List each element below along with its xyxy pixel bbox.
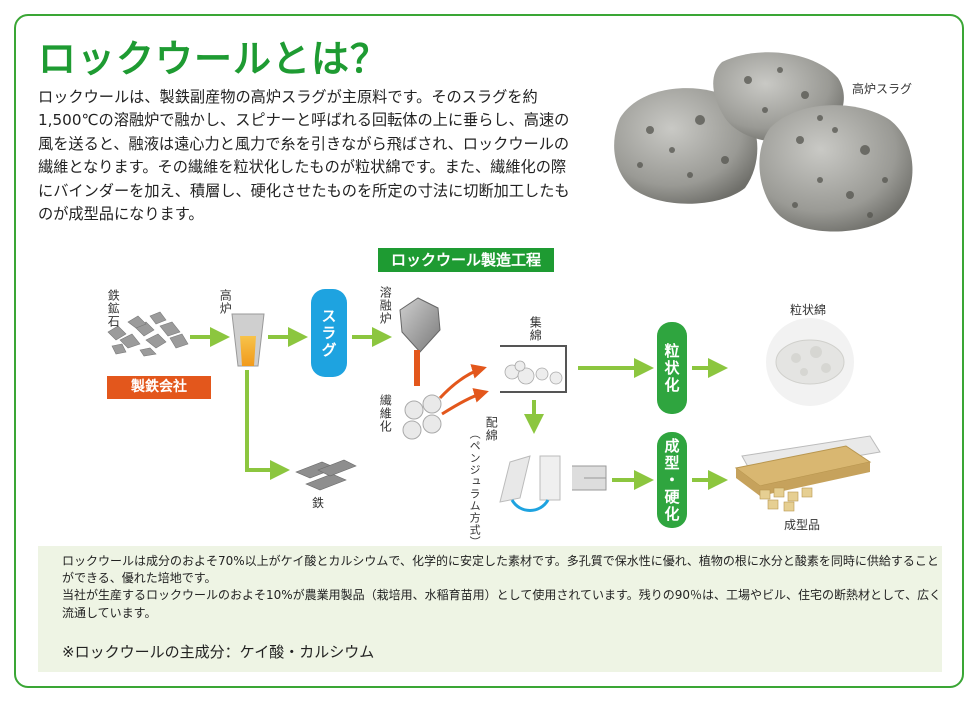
collection-chamber-icon bbox=[500, 345, 567, 393]
notes-box bbox=[38, 546, 942, 672]
label-molded-products: 成型品 bbox=[784, 518, 821, 532]
process-flow-arrows bbox=[190, 327, 728, 490]
photo-caption: 高炉スラグ bbox=[852, 82, 913, 96]
label-pendulum-method: （ペンジュラム方式） bbox=[468, 428, 482, 548]
fiber-flow-arrows bbox=[438, 364, 489, 416]
page-title: ロックウールとは？ bbox=[38, 37, 390, 81]
label-melting-furnace: 溶融炉 bbox=[378, 286, 393, 325]
steel-company-badge: 製鉄会社 bbox=[107, 376, 211, 399]
granulation-pill: 粒状化 bbox=[657, 322, 687, 414]
label-iron-ore: 鉄鉱石 bbox=[106, 289, 121, 328]
label-blast-furnace: 高炉 bbox=[218, 289, 233, 315]
granular-wool-icon bbox=[766, 318, 854, 406]
note-line-1: ロックウールは成分のおよそ70%以上がケイ酸とカルシウムで、化学的に安定した素材… bbox=[62, 554, 939, 586]
main-components-note: ※ロックウールの主成分：ケイ酸・カルシウム bbox=[62, 643, 375, 661]
notes-text: ロックウールは成分のおよそ70%以上がケイ酸とカルシウムで、化学的に安定した素材… bbox=[62, 553, 942, 622]
iron-ore-icon bbox=[107, 311, 189, 357]
melting-furnace-icon bbox=[399, 297, 441, 386]
process-title: ロックウール製造工程 bbox=[378, 248, 554, 272]
label-granular-wool: 粒状綿 bbox=[790, 303, 827, 317]
content-frame bbox=[14, 14, 964, 688]
label-collection: 集綿 bbox=[528, 316, 543, 342]
slag-rock-photo bbox=[614, 52, 913, 232]
label-fiberization: 繊維化 bbox=[378, 394, 393, 433]
iron-bars-icon bbox=[295, 459, 357, 491]
label-iron: 鉄 bbox=[312, 496, 325, 510]
blast-furnace-icon bbox=[231, 313, 265, 367]
intro-text: ロックウールは、製鉄副産物の高炉スラグが主原料です。そのスラグを約 1,500℃… bbox=[38, 88, 570, 224]
pendulum-icon bbox=[499, 455, 607, 512]
molded-products-icon bbox=[734, 435, 881, 512]
slag-pill: スラグ bbox=[311, 289, 347, 377]
spinner-icon bbox=[402, 394, 442, 440]
label-distribution: 配綿 bbox=[484, 416, 499, 442]
forming-curing-pill: 成型・硬化 bbox=[657, 432, 687, 528]
note-line-2: 当社が生産するロックウールのおよそ10%が農業用製品（栽培用、水稲育苗用）として… bbox=[62, 588, 942, 620]
